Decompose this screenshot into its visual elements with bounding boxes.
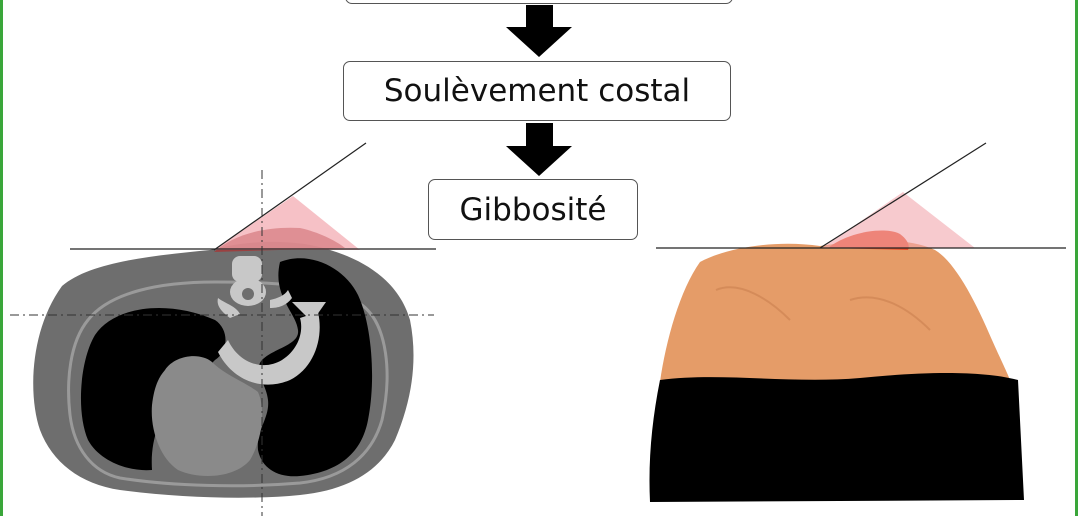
arrow-down-2 bbox=[506, 123, 572, 176]
ct-heart bbox=[151, 356, 263, 476]
flow-box-costal-lift-label: Soulèvement costal bbox=[383, 73, 691, 109]
ct-rib-ring bbox=[67, 280, 389, 488]
back-angle-line bbox=[819, 142, 987, 249]
ct-cross-section bbox=[10, 142, 436, 516]
frame-border-left bbox=[0, 0, 3, 516]
ct-angle-wedge bbox=[214, 196, 360, 250]
frame-border-right bbox=[1075, 0, 1078, 516]
flow-box-costal-lift: Soulèvement costal bbox=[343, 61, 731, 121]
ct-arc-head bbox=[292, 302, 326, 322]
back-view bbox=[649, 142, 1066, 502]
back-angle-wedge bbox=[822, 192, 975, 248]
ct-lung-left bbox=[80, 308, 226, 471]
flow-box-gibbosity: Gibbosité bbox=[428, 179, 638, 240]
flow-box-top bbox=[345, 0, 733, 4]
ct-aorta-arc bbox=[218, 312, 320, 385]
arrow-down-1 bbox=[506, 5, 572, 57]
ct-angle-line bbox=[213, 142, 367, 251]
back-contour bbox=[715, 286, 931, 331]
back-clothing bbox=[649, 373, 1024, 502]
ct-lung-right bbox=[257, 258, 373, 477]
ct-vertebra bbox=[217, 256, 292, 318]
back-skin bbox=[660, 240, 1010, 382]
flow-box-gibbosity-label: Gibbosité bbox=[459, 191, 607, 228]
